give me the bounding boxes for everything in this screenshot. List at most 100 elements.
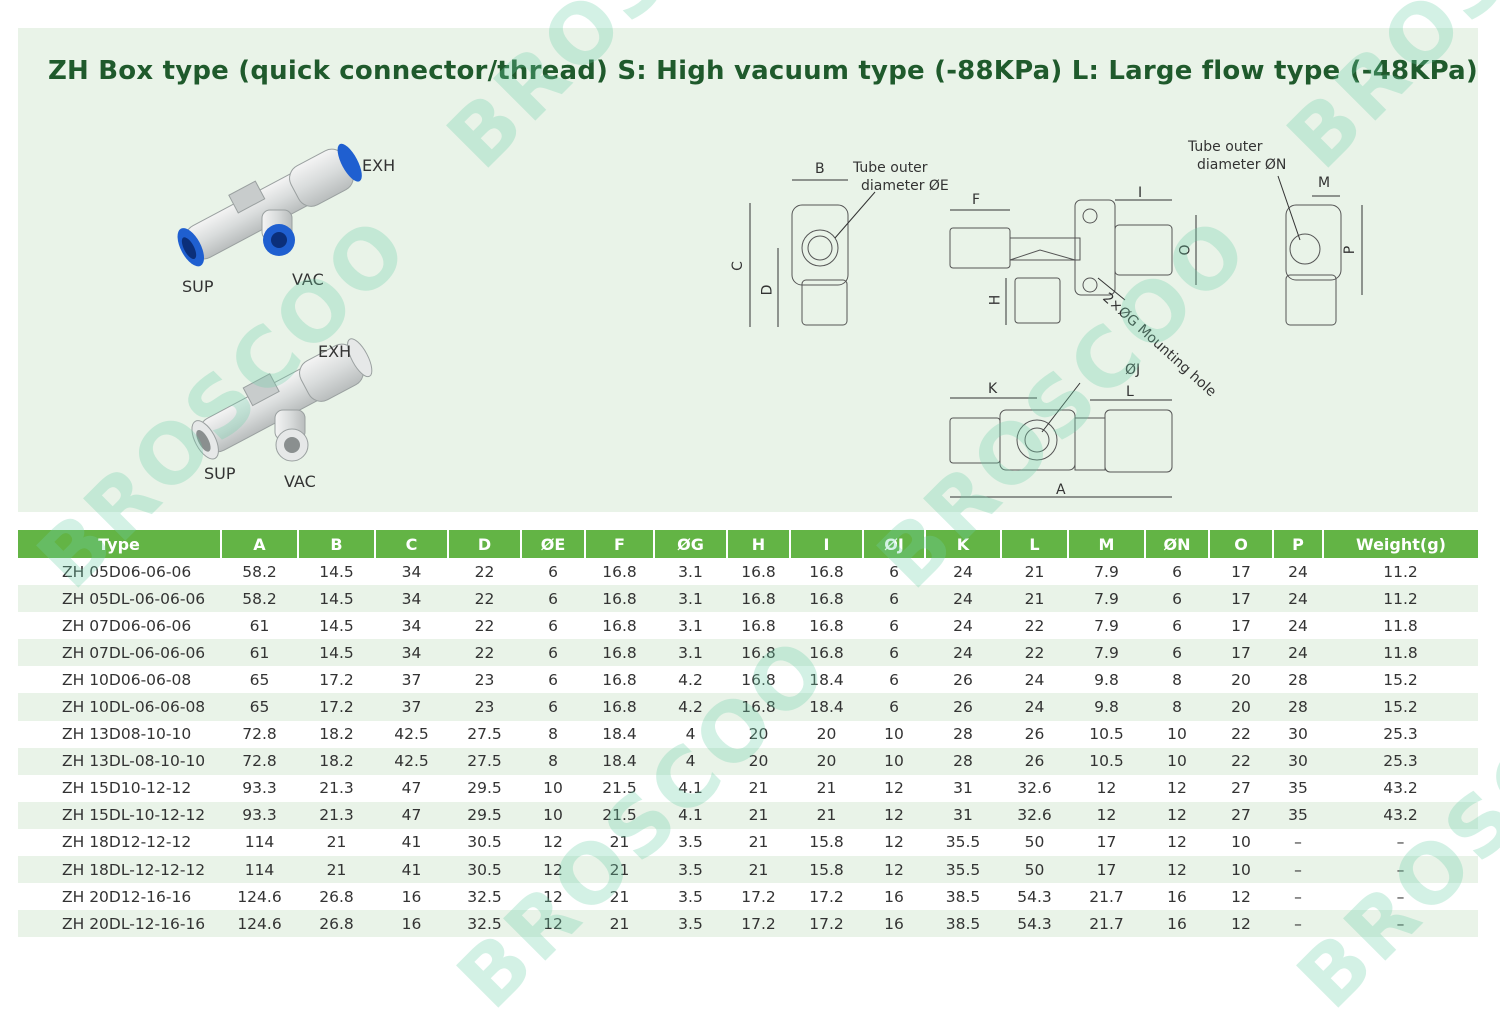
value-cell: 16 xyxy=(401,887,422,906)
value-cell: 21 xyxy=(609,887,630,906)
value-cell: 12 xyxy=(1231,887,1251,906)
value-cell: 35 xyxy=(1288,779,1308,798)
value-cell: 26.8 xyxy=(319,887,354,906)
dim-p: P xyxy=(1342,245,1359,255)
value-cell: – xyxy=(1323,856,1478,884)
value-cell: 16.8 xyxy=(727,639,790,667)
value-cell: 17.2 xyxy=(741,887,776,906)
dim-l: L xyxy=(1126,384,1134,400)
value-cell: 16 xyxy=(863,910,925,938)
dim-d: D xyxy=(759,284,776,296)
value-cell: 8 xyxy=(1172,670,1182,689)
value-cell: 6 xyxy=(521,585,585,613)
value-cell: 12 xyxy=(521,856,585,884)
value-cell: 72.8 xyxy=(221,747,298,775)
right-view-drawing xyxy=(1277,175,1363,326)
value-cell: 28 xyxy=(953,725,973,744)
tube-n-label-2: diameter ØN xyxy=(1197,157,1287,173)
value-cell: 21 xyxy=(326,833,347,852)
side-view-drawing xyxy=(749,179,876,327)
value-cell: 42.5 xyxy=(375,747,448,775)
value-cell: 12 xyxy=(1096,779,1117,798)
value-cell: 12 xyxy=(543,887,563,906)
dim-a: A xyxy=(1056,482,1066,498)
value-cell: 21 xyxy=(1001,585,1068,613)
value-cell: 11.2 xyxy=(1323,585,1478,613)
value-cell: 21.7 xyxy=(1068,910,1145,938)
value-cell: 12 xyxy=(884,779,904,798)
value-cell: 24 xyxy=(925,639,1001,667)
value-cell: 3.5 xyxy=(678,887,703,906)
value-cell: 17.2 xyxy=(727,910,790,938)
value-cell: 9.8 xyxy=(1094,670,1119,689)
value-cell: 11.8 xyxy=(1323,639,1478,667)
value-cell: 31 xyxy=(953,779,973,798)
type-cell: ZH 18D12-12-12 xyxy=(62,833,192,852)
tube-e-label-2: diameter ØE xyxy=(861,178,949,194)
value-cell: 15.2 xyxy=(1383,670,1418,689)
sup-label-top: SUP xyxy=(182,277,214,296)
value-cell: 24 xyxy=(1273,585,1323,613)
type-cell: ZH 20D12-16-16 xyxy=(62,887,192,906)
value-cell: 22 xyxy=(448,639,521,667)
value-cell: 16.8 xyxy=(727,693,790,721)
value-cell: 20 xyxy=(748,725,769,744)
value-cell: 18.4 xyxy=(602,725,637,744)
value-cell: 12 xyxy=(521,910,585,938)
value-cell: 31 xyxy=(925,801,1001,829)
value-cell: 26 xyxy=(1001,747,1068,775)
value-cell: 42.5 xyxy=(394,725,429,744)
page-title: ZH Box type (quick connector/thread) S: … xyxy=(48,56,1479,86)
column-header: Weight(g) xyxy=(1323,530,1478,558)
value-cell: 23 xyxy=(448,693,521,721)
value-cell: 16.8 xyxy=(790,585,863,613)
value-cell: 20 xyxy=(816,725,837,744)
value-cell: 3.1 xyxy=(678,616,703,635)
value-cell: 12 xyxy=(1145,856,1209,884)
value-cell: 17.2 xyxy=(790,910,863,938)
value-cell: 37 xyxy=(375,693,448,721)
value-cell: – xyxy=(1396,887,1405,906)
column-header: B xyxy=(298,530,376,558)
column-header: ØN xyxy=(1145,530,1210,558)
dim-m: M xyxy=(1318,175,1331,191)
value-cell: 30 xyxy=(1288,725,1308,744)
value-cell: 114 xyxy=(221,856,298,884)
type-cell: ZH 07D06-06-06 xyxy=(62,616,192,635)
value-cell: 16.8 xyxy=(741,670,776,689)
value-cell: 14.5 xyxy=(319,616,354,635)
value-cell: 21 xyxy=(609,833,630,852)
value-cell: 15.2 xyxy=(1323,693,1478,721)
value-cell: 21 xyxy=(748,833,769,852)
value-cell: 16 xyxy=(1167,887,1187,906)
value-cell: 20 xyxy=(1209,693,1273,721)
value-cell: 34 xyxy=(375,585,448,613)
column-header: C xyxy=(375,530,449,558)
value-cell: 6 xyxy=(889,616,899,635)
value-cell: 47 xyxy=(401,779,422,798)
value-cell: – xyxy=(1273,910,1323,938)
value-cell: 6 xyxy=(548,562,558,581)
value-cell: 10 xyxy=(863,747,925,775)
exh-label-top: EXH xyxy=(362,156,396,175)
value-cell: 14.5 xyxy=(298,585,375,613)
value-cell: 20 xyxy=(727,747,790,775)
value-cell: 30.5 xyxy=(448,856,521,884)
value-cell: 10 xyxy=(543,779,563,798)
value-cell: – xyxy=(1294,833,1302,852)
value-cell: 34 xyxy=(375,639,448,667)
value-cell: 16 xyxy=(1145,910,1209,938)
value-cell: 43.2 xyxy=(1323,801,1478,829)
value-cell: 6 xyxy=(863,639,925,667)
value-cell: 16.8 xyxy=(809,616,844,635)
value-cell: 16.8 xyxy=(602,562,637,581)
value-cell: 22 xyxy=(1209,747,1273,775)
value-cell: 32.5 xyxy=(467,887,502,906)
column-header: A xyxy=(221,530,299,558)
value-cell: 24 xyxy=(953,616,973,635)
value-cell: 26.8 xyxy=(298,910,375,938)
value-cell: 7.9 xyxy=(1068,585,1145,613)
value-cell: 6 xyxy=(548,670,558,689)
value-cell: 18.4 xyxy=(585,747,654,775)
